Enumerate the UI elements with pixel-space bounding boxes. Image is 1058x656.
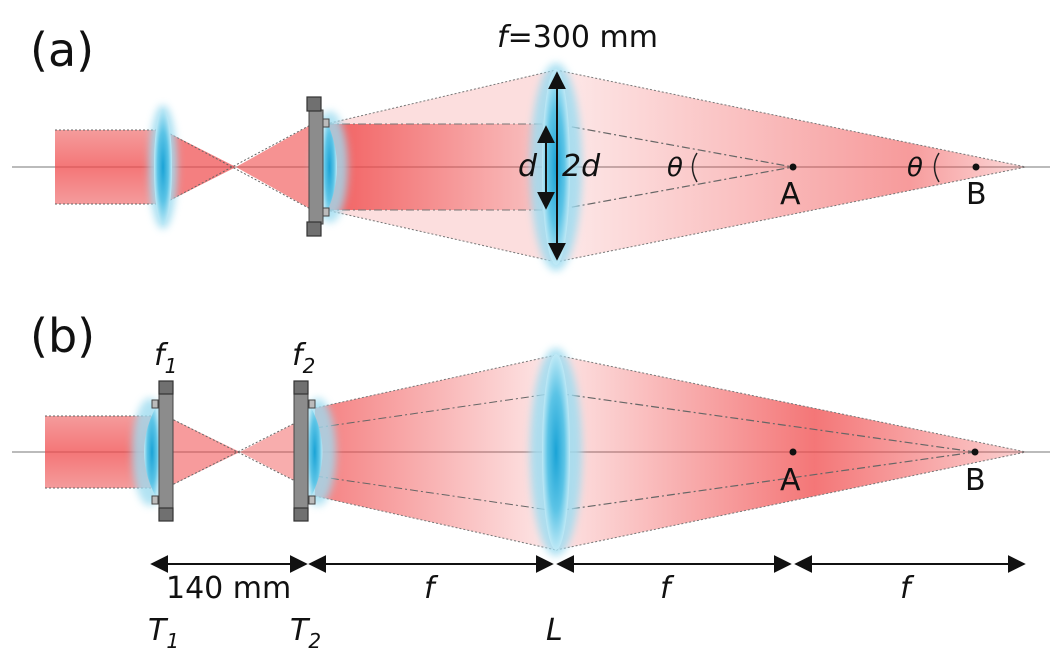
lens-f1-a bbox=[154, 109, 172, 225]
expanding-beam-b bbox=[315, 355, 556, 550]
lens-f2-b bbox=[307, 400, 323, 504]
theta-b: θ bbox=[907, 153, 923, 183]
f2-label: f2 bbox=[292, 338, 315, 378]
point-b-label-a: B bbox=[966, 177, 987, 212]
panel-a: (a) bbox=[12, 20, 1050, 271]
point-b-dot-b bbox=[971, 448, 979, 456]
lens-mount-a bbox=[308, 109, 324, 225]
point-b-label-b: B bbox=[965, 463, 986, 498]
d-label: d bbox=[518, 149, 538, 184]
theta-a: θ bbox=[667, 153, 683, 183]
f1-label: f1 bbox=[154, 338, 177, 378]
f-dim-label-2: f bbox=[660, 571, 675, 606]
f-dim-label-3: f bbox=[900, 571, 915, 606]
focus-cone-a bbox=[163, 130, 236, 204]
l-label: L bbox=[546, 613, 563, 648]
distance-label: 140 mm bbox=[166, 571, 291, 606]
2d-label: 2d bbox=[562, 149, 601, 184]
lens-f1-b bbox=[144, 400, 160, 504]
point-b-dot-a bbox=[972, 163, 980, 171]
lens-L-b bbox=[542, 354, 570, 550]
expanded-beam-a bbox=[326, 70, 556, 262]
panel-b-label: (b) bbox=[30, 309, 95, 363]
point-a-dot-b bbox=[789, 448, 797, 456]
focal-length-label: f=300 mm bbox=[497, 20, 658, 55]
lens-mount-t1 bbox=[158, 391, 174, 513]
t2-label: T2 bbox=[290, 613, 321, 653]
point-a-dot-a bbox=[789, 163, 797, 171]
t1-label: T1 bbox=[148, 613, 179, 653]
collimated-beam-a bbox=[326, 124, 556, 210]
lens-mount-t2 bbox=[293, 391, 309, 513]
panel-a-label: (a) bbox=[30, 23, 94, 77]
input-beam-a bbox=[55, 130, 163, 204]
dimension-row: 140 mm f f f T1 T2 L bbox=[148, 555, 1026, 653]
panel-b: (b) bbox=[12, 309, 1050, 556]
point-a-label-b: A bbox=[780, 463, 801, 498]
f-dim-label-1: f bbox=[424, 571, 439, 606]
lens-f2-a bbox=[322, 112, 337, 222]
point-a-label-a: A bbox=[780, 177, 801, 212]
